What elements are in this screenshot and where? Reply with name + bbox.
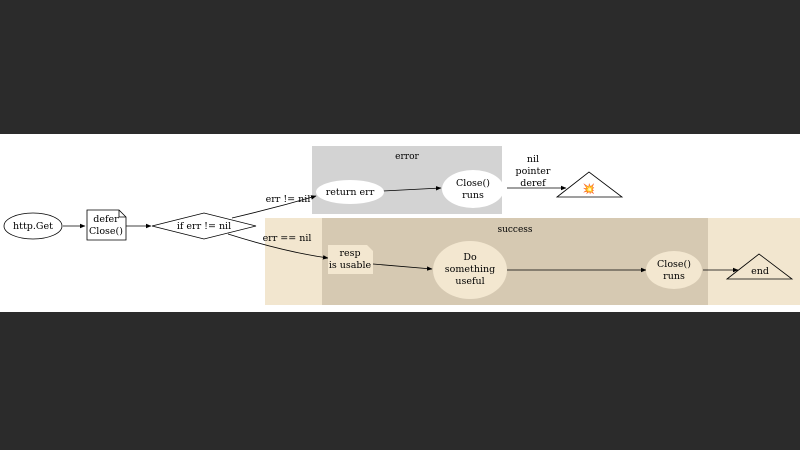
svg-text:something: something — [445, 264, 495, 275]
edge-label-err-eq-nil: err == nil — [263, 233, 312, 244]
svg-text:Do: Do — [463, 252, 477, 263]
node-nil-deref: 💥 — [555, 171, 624, 198]
success-cluster-label: success — [497, 225, 532, 235]
edge-label-err-ne-nil: err != nil — [266, 194, 311, 205]
edge-if-returnerr — [231, 195, 317, 219]
svg-text:nil: nil — [527, 154, 539, 165]
node-if-err: if err != nil — [151, 212, 257, 240]
edge-returnerr-close — [382, 186, 442, 192]
svg-text:Close(): Close() — [657, 259, 691, 270]
svg-text:return err: return err — [326, 187, 375, 198]
svg-text:end: end — [751, 266, 769, 277]
svg-text:resp: resp — [339, 248, 360, 259]
edge-resp-do — [372, 263, 433, 271]
svg-text:http.Get: http.Get — [13, 221, 53, 232]
node-return-err: return err — [316, 180, 384, 204]
flow-diagram: error success err != nil err == nil nil … — [3, 146, 800, 305]
svg-text:Close(): Close() — [89, 226, 123, 237]
svg-text:pointer: pointer — [516, 166, 551, 177]
node-end: end — [725, 253, 794, 280]
explosion-icon: 💥 — [583, 182, 595, 195]
svg-text:is usable: is usable — [329, 260, 372, 271]
node-close-runs-error: Close() runs — [442, 170, 504, 208]
svg-text:Close(): Close() — [456, 178, 490, 189]
edge-if-resp — [227, 233, 329, 260]
node-close-runs-success: Close() runs — [646, 251, 702, 289]
node-do-something: Do something useful — [433, 241, 507, 299]
svg-text:useful: useful — [455, 276, 484, 287]
node-resp-usable: resp is usable — [328, 245, 373, 274]
svg-text:defer: defer — [93, 214, 119, 225]
svg-text:if err != nil: if err != nil — [177, 221, 231, 232]
diagram-canvas: error success err != nil err == nil nil … — [0, 134, 800, 312]
edges — [63, 185, 739, 273]
svg-text:runs: runs — [663, 271, 685, 282]
edge-label-nil-pointer-deref: nil pointer deref — [516, 154, 551, 189]
svg-text:runs: runs — [462, 190, 484, 201]
node-http-get: http.Get — [3, 212, 63, 240]
error-cluster-label: error — [395, 152, 419, 162]
svg-text:deref: deref — [520, 178, 547, 189]
node-defer-close: defer Close() — [86, 209, 127, 241]
